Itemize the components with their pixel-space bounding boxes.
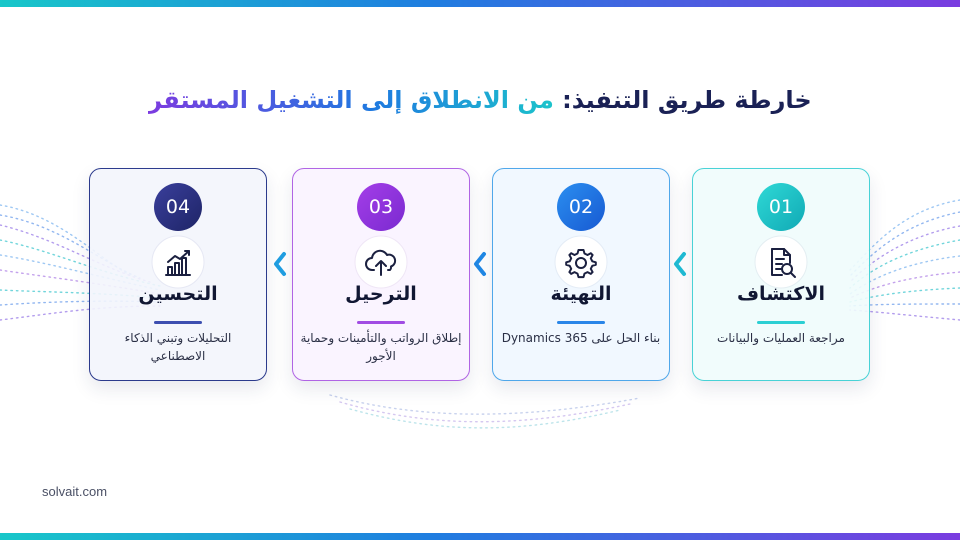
chevron-left-icon — [474, 252, 486, 276]
title-main: خارطة طريق التنفيذ: — [553, 86, 812, 114]
step-card-optimization: 04 التحسين التحليلات وتبني الذكاء الاصطن… — [89, 168, 267, 381]
step-card-discovery: 01 الاكتشاف مراجعة العمليات والبيانات — [692, 168, 870, 381]
step-divider — [557, 321, 605, 324]
cloud-upload-icon — [354, 235, 408, 289]
step-title: التحسين — [138, 283, 218, 305]
step-divider — [357, 321, 405, 324]
step-description: بناء الحل على Dynamics 365 — [501, 331, 661, 345]
step-title: الاكتشاف — [736, 283, 825, 305]
step-divider — [154, 321, 202, 324]
top-gradient-bar — [0, 0, 960, 7]
step-number: 02 — [557, 183, 605, 231]
step-title: الترحيل — [345, 283, 417, 305]
document-search-icon — [754, 235, 808, 289]
step-divider — [757, 321, 805, 324]
step-description: التحليلات وتبني الذكاء الاصطناعي — [124, 331, 232, 363]
page-title: خارطة طريق التنفيذ: من الانطلاق إلى التش… — [0, 80, 960, 120]
bottom-gradient-bar — [0, 533, 960, 540]
step-number: 03 — [357, 183, 405, 231]
step-description: إطلاق الرواتب والتأمينات وحماية الأجور — [300, 331, 462, 363]
chevron-left-icon — [674, 252, 686, 276]
step-description: مراجعة العمليات والبيانات — [717, 331, 845, 345]
step-card-migration: 03 الترحيل إطلاق الرواتب والتأمينات وحما… — [292, 168, 470, 381]
footer-website[interactable]: solvait.com — [42, 484, 108, 499]
step-title: التهيئة — [550, 283, 612, 305]
bar-chart-growth-icon — [151, 235, 205, 289]
step-card-configuration: 02 التهيئة بناء الحل على Dynamics 365 — [492, 168, 670, 381]
step-number: 04 — [154, 183, 202, 231]
chevron-left-icon — [274, 252, 286, 276]
title-highlight: من الانطلاق إلى التشغيل المستقر — [148, 86, 554, 114]
gear-icon — [554, 235, 608, 289]
step-number: 01 — [757, 183, 805, 231]
